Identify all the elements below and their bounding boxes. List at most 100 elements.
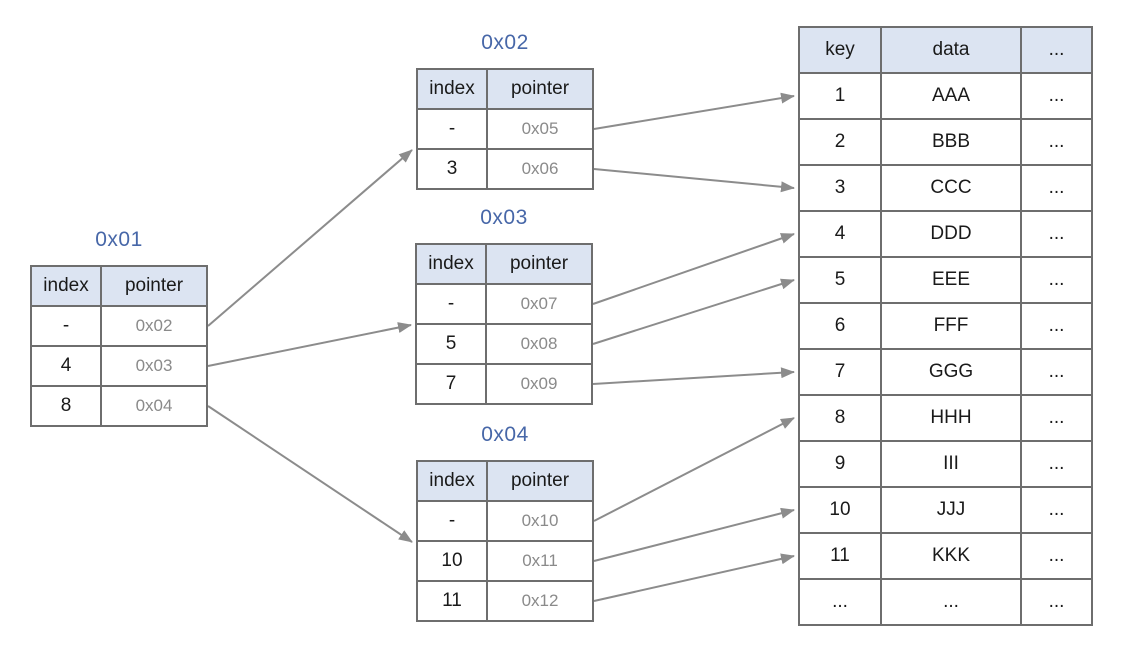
table-row: -0x10 [416,500,594,542]
index-cell: - [30,305,102,347]
key-cell: 7 [798,348,882,396]
index-cell: 7 [415,363,487,405]
key-cell: 3 [798,164,882,212]
data-cell: FFF [880,302,1022,350]
index-cell: 4 [30,345,102,387]
key-cell: 6 [798,302,882,350]
pointer-cell: 0x10 [486,500,594,542]
column-header-index: index [415,243,487,285]
index-cell: 3 [416,148,488,190]
pointer-cell: 0x06 [486,148,594,190]
pointer-arrow [593,507,795,562]
data-cell: AAA [880,72,1022,120]
pointer-arrow [593,553,795,602]
pointer-cell: 0x03 [100,345,208,387]
ellipsis-cell: ... [1020,532,1093,580]
key-cell: 1 [798,72,882,120]
pointer-cell: 0x12 [486,580,594,622]
index-cell: 8 [30,385,102,427]
column-header-pointer: pointer [486,68,594,110]
table-row: -0x07 [415,283,593,325]
column-header-pointer: pointer [100,265,208,307]
ellipsis-cell: ... [1020,486,1093,534]
table-row: ......... [798,578,1093,626]
pointer-arrow [592,278,795,345]
key-cell: 10 [798,486,882,534]
pointer-cell: 0x07 [485,283,593,325]
data-cell: HHH [880,394,1022,442]
data-cell: GGG [880,348,1022,396]
pointer-arrow [592,233,795,305]
data-cell: JJJ [880,486,1022,534]
data-cell: III [880,440,1022,488]
key-cell: ... [798,578,882,626]
key-cell: 5 [798,256,882,304]
ellipsis-cell: ... [1020,118,1093,166]
ellipsis-cell: ... [1020,578,1093,626]
index-node-title: 0x01 [95,228,143,251]
data-cell: CCC [880,164,1022,212]
pointer-cell: 0x08 [485,323,593,365]
key-cell: 8 [798,394,882,442]
data-cell: BBB [880,118,1022,166]
column-header-index: index [416,68,488,110]
pointer-cell: 0x04 [100,385,208,427]
ellipsis-cell: ... [1020,440,1093,488]
ellipsis-cell: ... [1020,302,1093,350]
index-node-title: 0x02 [481,31,529,54]
column-header-index: index [30,265,102,307]
column-header-pointer: pointer [486,460,594,502]
index-node-title: 0x03 [480,206,528,229]
pointer-cell: 0x02 [100,305,208,347]
pointer-cell: 0x05 [486,108,594,150]
ellipsis-cell: ... [1020,72,1093,120]
ellipsis-cell: ... [1020,348,1093,396]
column-header-key: key [798,26,882,74]
pointer-arrow [593,417,795,522]
data-cell: EEE [880,256,1022,304]
pointer-arrow [593,92,795,130]
table-row: -0x02 [30,305,208,347]
table-row: -0x05 [416,108,594,150]
index-cell: - [416,500,488,542]
index-cell: 5 [415,323,487,365]
ellipsis-cell: ... [1020,210,1093,258]
column-header-ellipsis: ... [1020,26,1093,74]
column-header-index: index [416,460,488,502]
pointer-cell: 0x11 [486,540,594,582]
column-header-pointer: pointer [485,243,593,285]
pointer-arrow [592,367,795,385]
index-node-title: 0x04 [481,423,529,446]
index-cell: 11 [416,580,488,622]
key-cell: 9 [798,440,882,488]
pointer-cell: 0x09 [485,363,593,405]
